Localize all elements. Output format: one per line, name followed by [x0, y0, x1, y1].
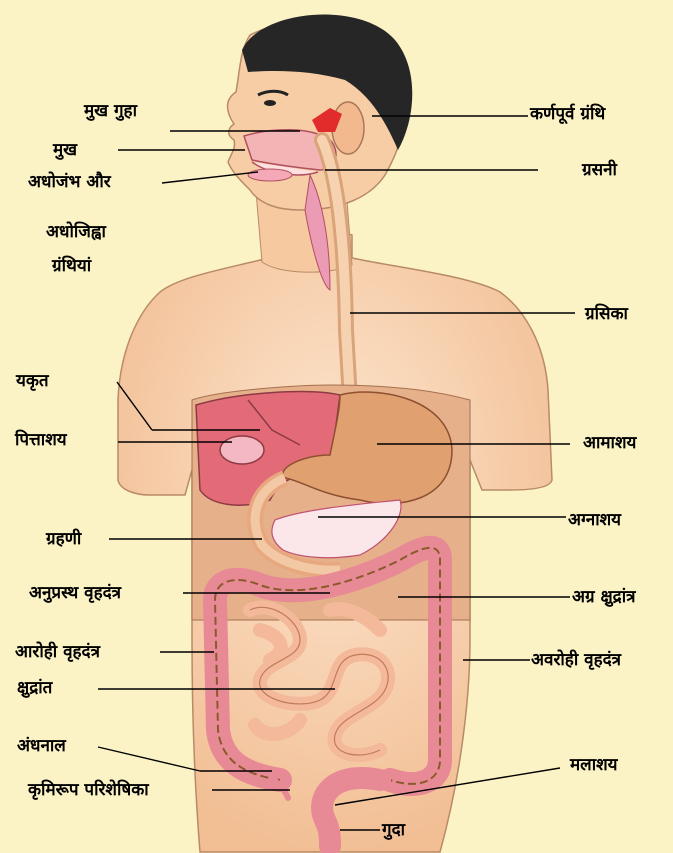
label-agnashay: अग्नाशय — [568, 510, 621, 530]
label-mukh-guha: मुख गुहा — [84, 101, 137, 121]
label-arohi: आरोही वृहदंत्र — [15, 642, 100, 662]
label-malashay: मलाशय — [570, 755, 618, 775]
label-mukh: मुख — [53, 140, 77, 160]
label-avarohi: अवरोही वृहदंत्र — [531, 650, 621, 670]
label-krimirup: कृमिरूप परिशेषिका — [28, 780, 149, 800]
label-andhnal: अंधनाल — [17, 736, 66, 756]
label-pittashay: पित्ताशय — [15, 430, 67, 450]
label-karnapurv: कर्णपूर्व ग्रंथि — [530, 104, 605, 124]
label-anuprasth: अनुप्रस्थ वृहदंत्र — [29, 583, 121, 603]
label-grasni: ग्रसनी — [582, 160, 617, 180]
label-kshudrant: क्षुद्रांत — [17, 678, 52, 698]
label-adhojambh-2: अधोजिह्वा — [46, 222, 106, 242]
gallbladder — [220, 436, 264, 464]
label-yakrit: यकृत — [16, 371, 49, 391]
ear — [332, 102, 364, 154]
label-agra-kshudrantra: अग्र क्षुद्रांत्र — [572, 587, 636, 607]
label-grahni: ग्रहणी — [46, 529, 81, 549]
label-adhojambh-1: अधोजंभ और — [28, 172, 111, 192]
label-grasika: ग्रसिका — [585, 304, 628, 324]
label-adhojambh-3: ग्रंथियां — [52, 256, 91, 276]
label-guda: गुदा — [382, 820, 405, 840]
label-amashay: आमाशय — [583, 433, 636, 453]
